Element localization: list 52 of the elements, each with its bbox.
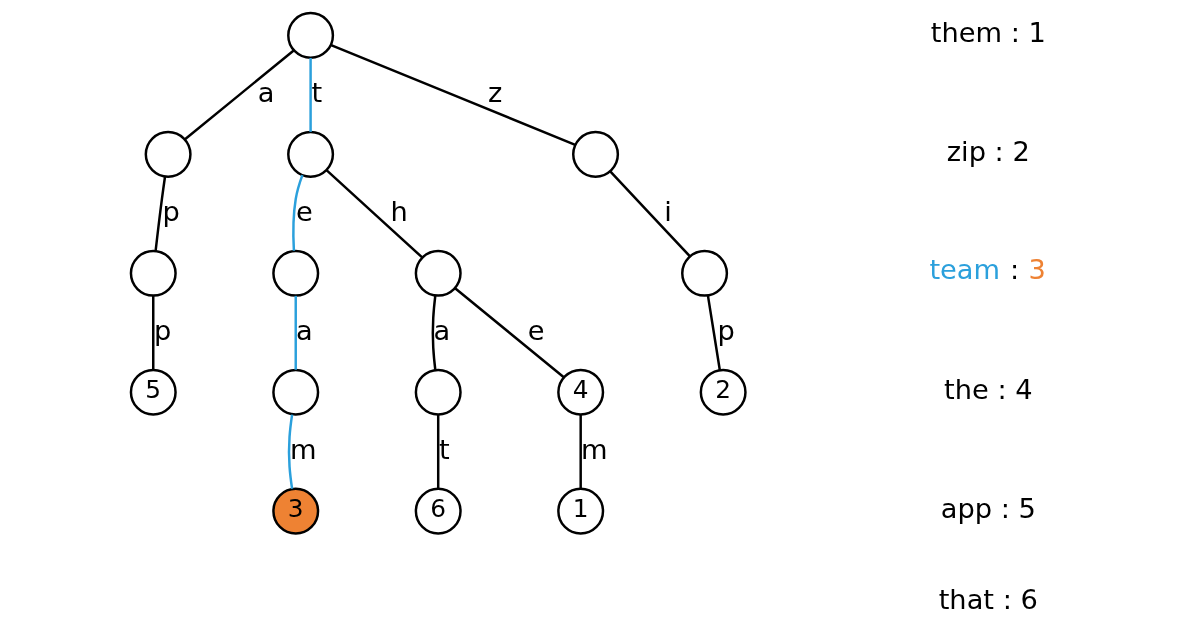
edge-label: t: [439, 433, 450, 465]
edge-label: p: [162, 195, 180, 227]
node-circle: [414, 368, 462, 416]
connector: [431, 295, 437, 370]
connector: [294, 295, 297, 370]
connector: [330, 43, 576, 146]
label: that : 6: [938, 583, 1038, 615]
node-circle: 4: [557, 368, 605, 416]
edge-label: t: [311, 76, 323, 108]
edge-label: a: [257, 76, 275, 108]
edge-label: z: [488, 76, 503, 108]
node-circle: [681, 249, 729, 297]
label: the : 4: [944, 374, 1033, 406]
node-circle: 1: [557, 487, 605, 535]
connector: [325, 169, 423, 259]
node-circle: [272, 249, 320, 297]
connector: [154, 176, 167, 252]
edge-label: i: [664, 195, 672, 227]
edge-label: m: [289, 433, 317, 465]
connector: [309, 58, 312, 132]
node-circle: 3: [272, 487, 320, 535]
edge-label: m: [581, 433, 608, 465]
label: app : 5: [940, 493, 1036, 525]
node-circle: [287, 130, 335, 178]
edge-label: p: [153, 314, 172, 346]
connector: [152, 295, 155, 370]
connector: [292, 174, 304, 251]
node-circle: 2: [699, 368, 747, 416]
edge-label: h: [390, 195, 408, 227]
label: them : 1: [930, 17, 1046, 49]
edge-label: a: [433, 314, 451, 346]
node-circle: [144, 130, 192, 178]
node-circle: [129, 249, 177, 297]
edge-label: p: [717, 314, 735, 346]
connector: [454, 287, 565, 379]
connector: [609, 170, 691, 258]
edge-label: a: [296, 314, 313, 346]
edge-label: e: [527, 314, 545, 346]
connector: [184, 49, 295, 141]
edge-label: e: [296, 195, 313, 227]
connector: [287, 414, 294, 489]
node-circle: 6: [414, 487, 462, 535]
connector: [579, 414, 582, 489]
node-circle: 5: [129, 368, 177, 416]
node-circle: [272, 368, 320, 416]
label: team : 3: [929, 253, 1046, 285]
connector: [436, 414, 440, 489]
node-circle: [414, 249, 462, 297]
node-circle: [287, 11, 335, 59]
label: zip : 2: [946, 136, 1030, 168]
node-circle: [572, 130, 620, 178]
connector: [706, 295, 722, 371]
